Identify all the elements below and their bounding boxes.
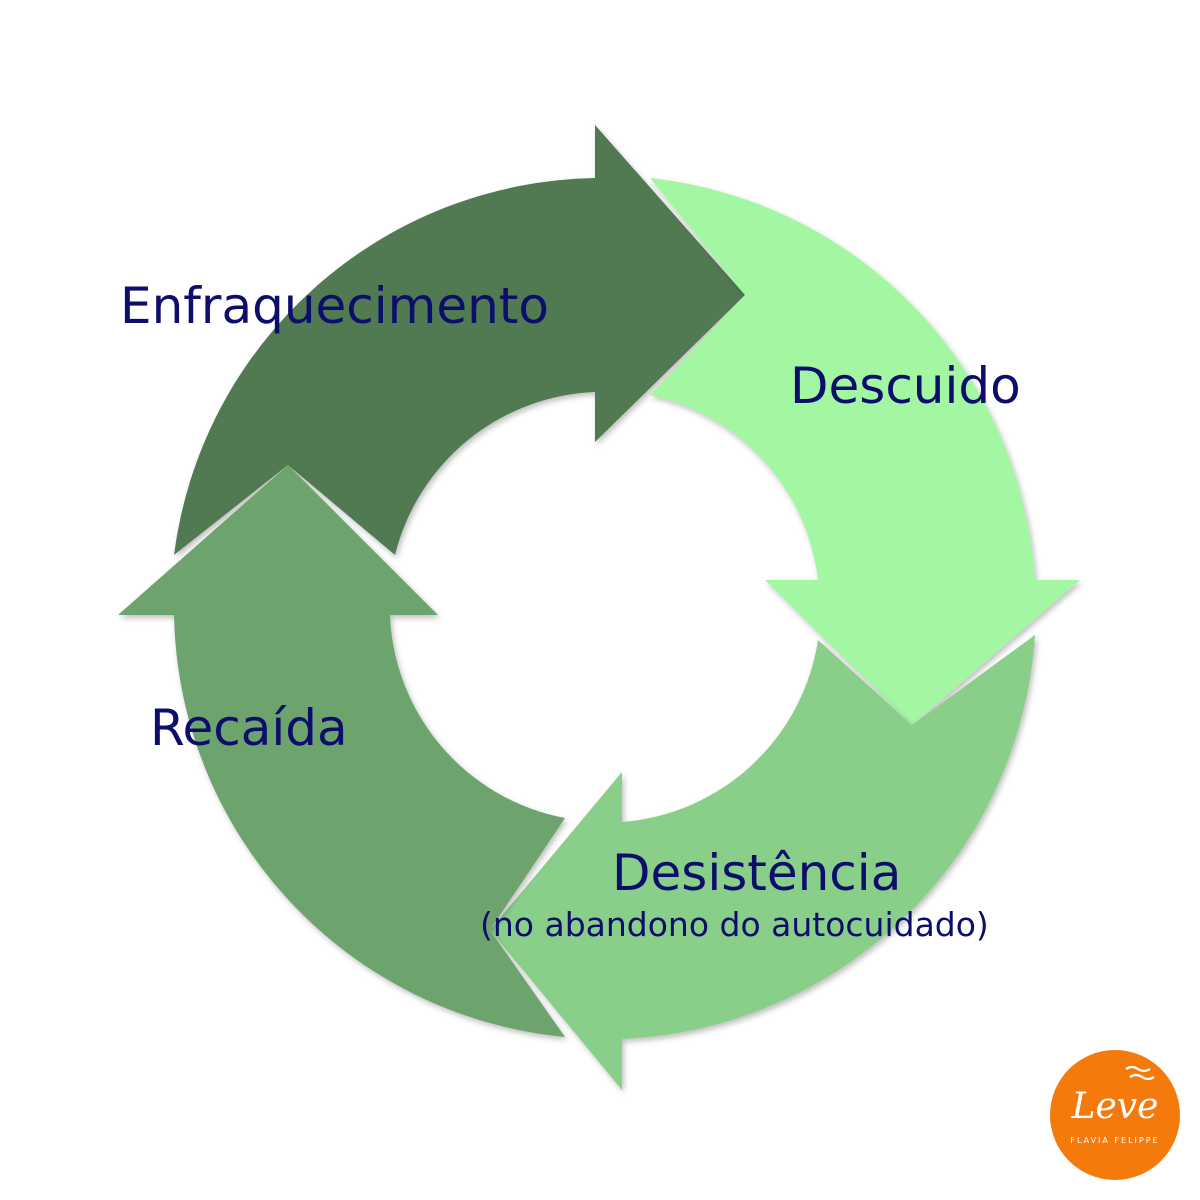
label-enfraquecimento: Enfraquecimento [120, 277, 550, 335]
arrow-enfraquecimento [174, 125, 745, 555]
label-desistencia-sub: (no abandono do autocuidado) [480, 905, 989, 944]
logo-subtitle: FLAVIA FELIPPE [1070, 1136, 1160, 1145]
arrow-recaida [118, 465, 565, 1037]
label-descuido: Descuido [790, 357, 1021, 415]
label-recaida: Recaída [150, 699, 348, 757]
label-desistencia: Desistência [612, 844, 902, 902]
arrow-descuido [650, 178, 1080, 725]
logo-name: Leve [1071, 1086, 1159, 1127]
leve-logo: Leve FLAVIA FELIPPE [1050, 1050, 1180, 1180]
arrow-desistencia [490, 635, 1035, 1090]
waves-icon [1125, 1065, 1155, 1081]
